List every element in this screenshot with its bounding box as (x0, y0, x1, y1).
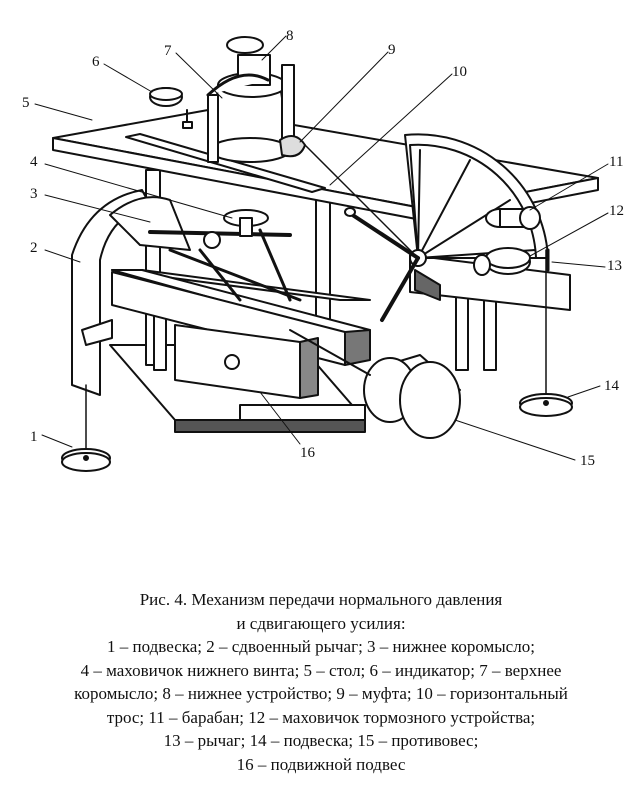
upper-rocker-and-device (206, 36, 295, 163)
movable-hanger (174, 324, 319, 399)
suspension-right (519, 249, 573, 417)
callout-15: 15 (580, 453, 595, 469)
callout-12: 12 (609, 203, 624, 219)
suspension-left (61, 384, 111, 472)
caption-line: 13 – рычаг; 14 – подвеска; 15 – противов… (163, 731, 479, 750)
caption-line: 1 – подвеска; 2 – сдвоенный рычаг; 3 – н… (107, 637, 535, 656)
callout-10: 10 (452, 64, 467, 80)
callout-8: 8 (286, 28, 294, 44)
callout-6: 6 (92, 54, 100, 70)
caption-line: 4 – маховичок нижнего винта; 5 – стол; 6… (80, 660, 562, 680)
figure-caption: Рис. 4. Механизм передачи нормального да… (0, 588, 642, 776)
callout-7: 7 (164, 43, 172, 59)
callout-9: 9 (388, 42, 396, 58)
horizontal-cable (304, 144, 419, 259)
double-lever (71, 189, 191, 396)
caption-line: 16 – подвижной подвес (236, 754, 406, 774)
callout-11: 11 (609, 154, 623, 170)
callout-14: 14 (604, 378, 620, 394)
lower-screw-handwheel (223, 209, 269, 237)
callout-3: 3 (30, 186, 38, 202)
drum (485, 206, 541, 230)
counterweight (289, 329, 461, 439)
callout-5: 5 (22, 95, 30, 111)
caption-line: и сдвигающего усилия: (236, 613, 406, 633)
brake-handwheel (473, 247, 531, 276)
callout-2: 2 (30, 240, 38, 256)
lower-beam (111, 269, 371, 366)
caption-line: коромысло; 8 – нижнее устройство; 9 – му… (74, 684, 568, 703)
caption-line: трос; 11 – барабан; 12 – маховичок тормо… (106, 707, 536, 727)
lower-rocker (148, 228, 302, 302)
mechanism-diagram: 1 2 3 4 5 6 7 8 9 10 11 12 13 14 15 16 (22, 28, 624, 472)
callout-labels: 1 2 3 4 5 6 7 8 9 10 11 12 13 14 15 16 (22, 28, 624, 469)
callout-13: 13 (607, 258, 622, 274)
caption-title: Рис. 4. Механизм передачи нормального да… (139, 590, 503, 609)
leader-lines (34, 35, 609, 461)
indicator (149, 87, 193, 129)
callout-16: 16 (300, 445, 316, 461)
callout-4: 4 (30, 154, 38, 170)
callout-1: 1 (30, 429, 38, 445)
